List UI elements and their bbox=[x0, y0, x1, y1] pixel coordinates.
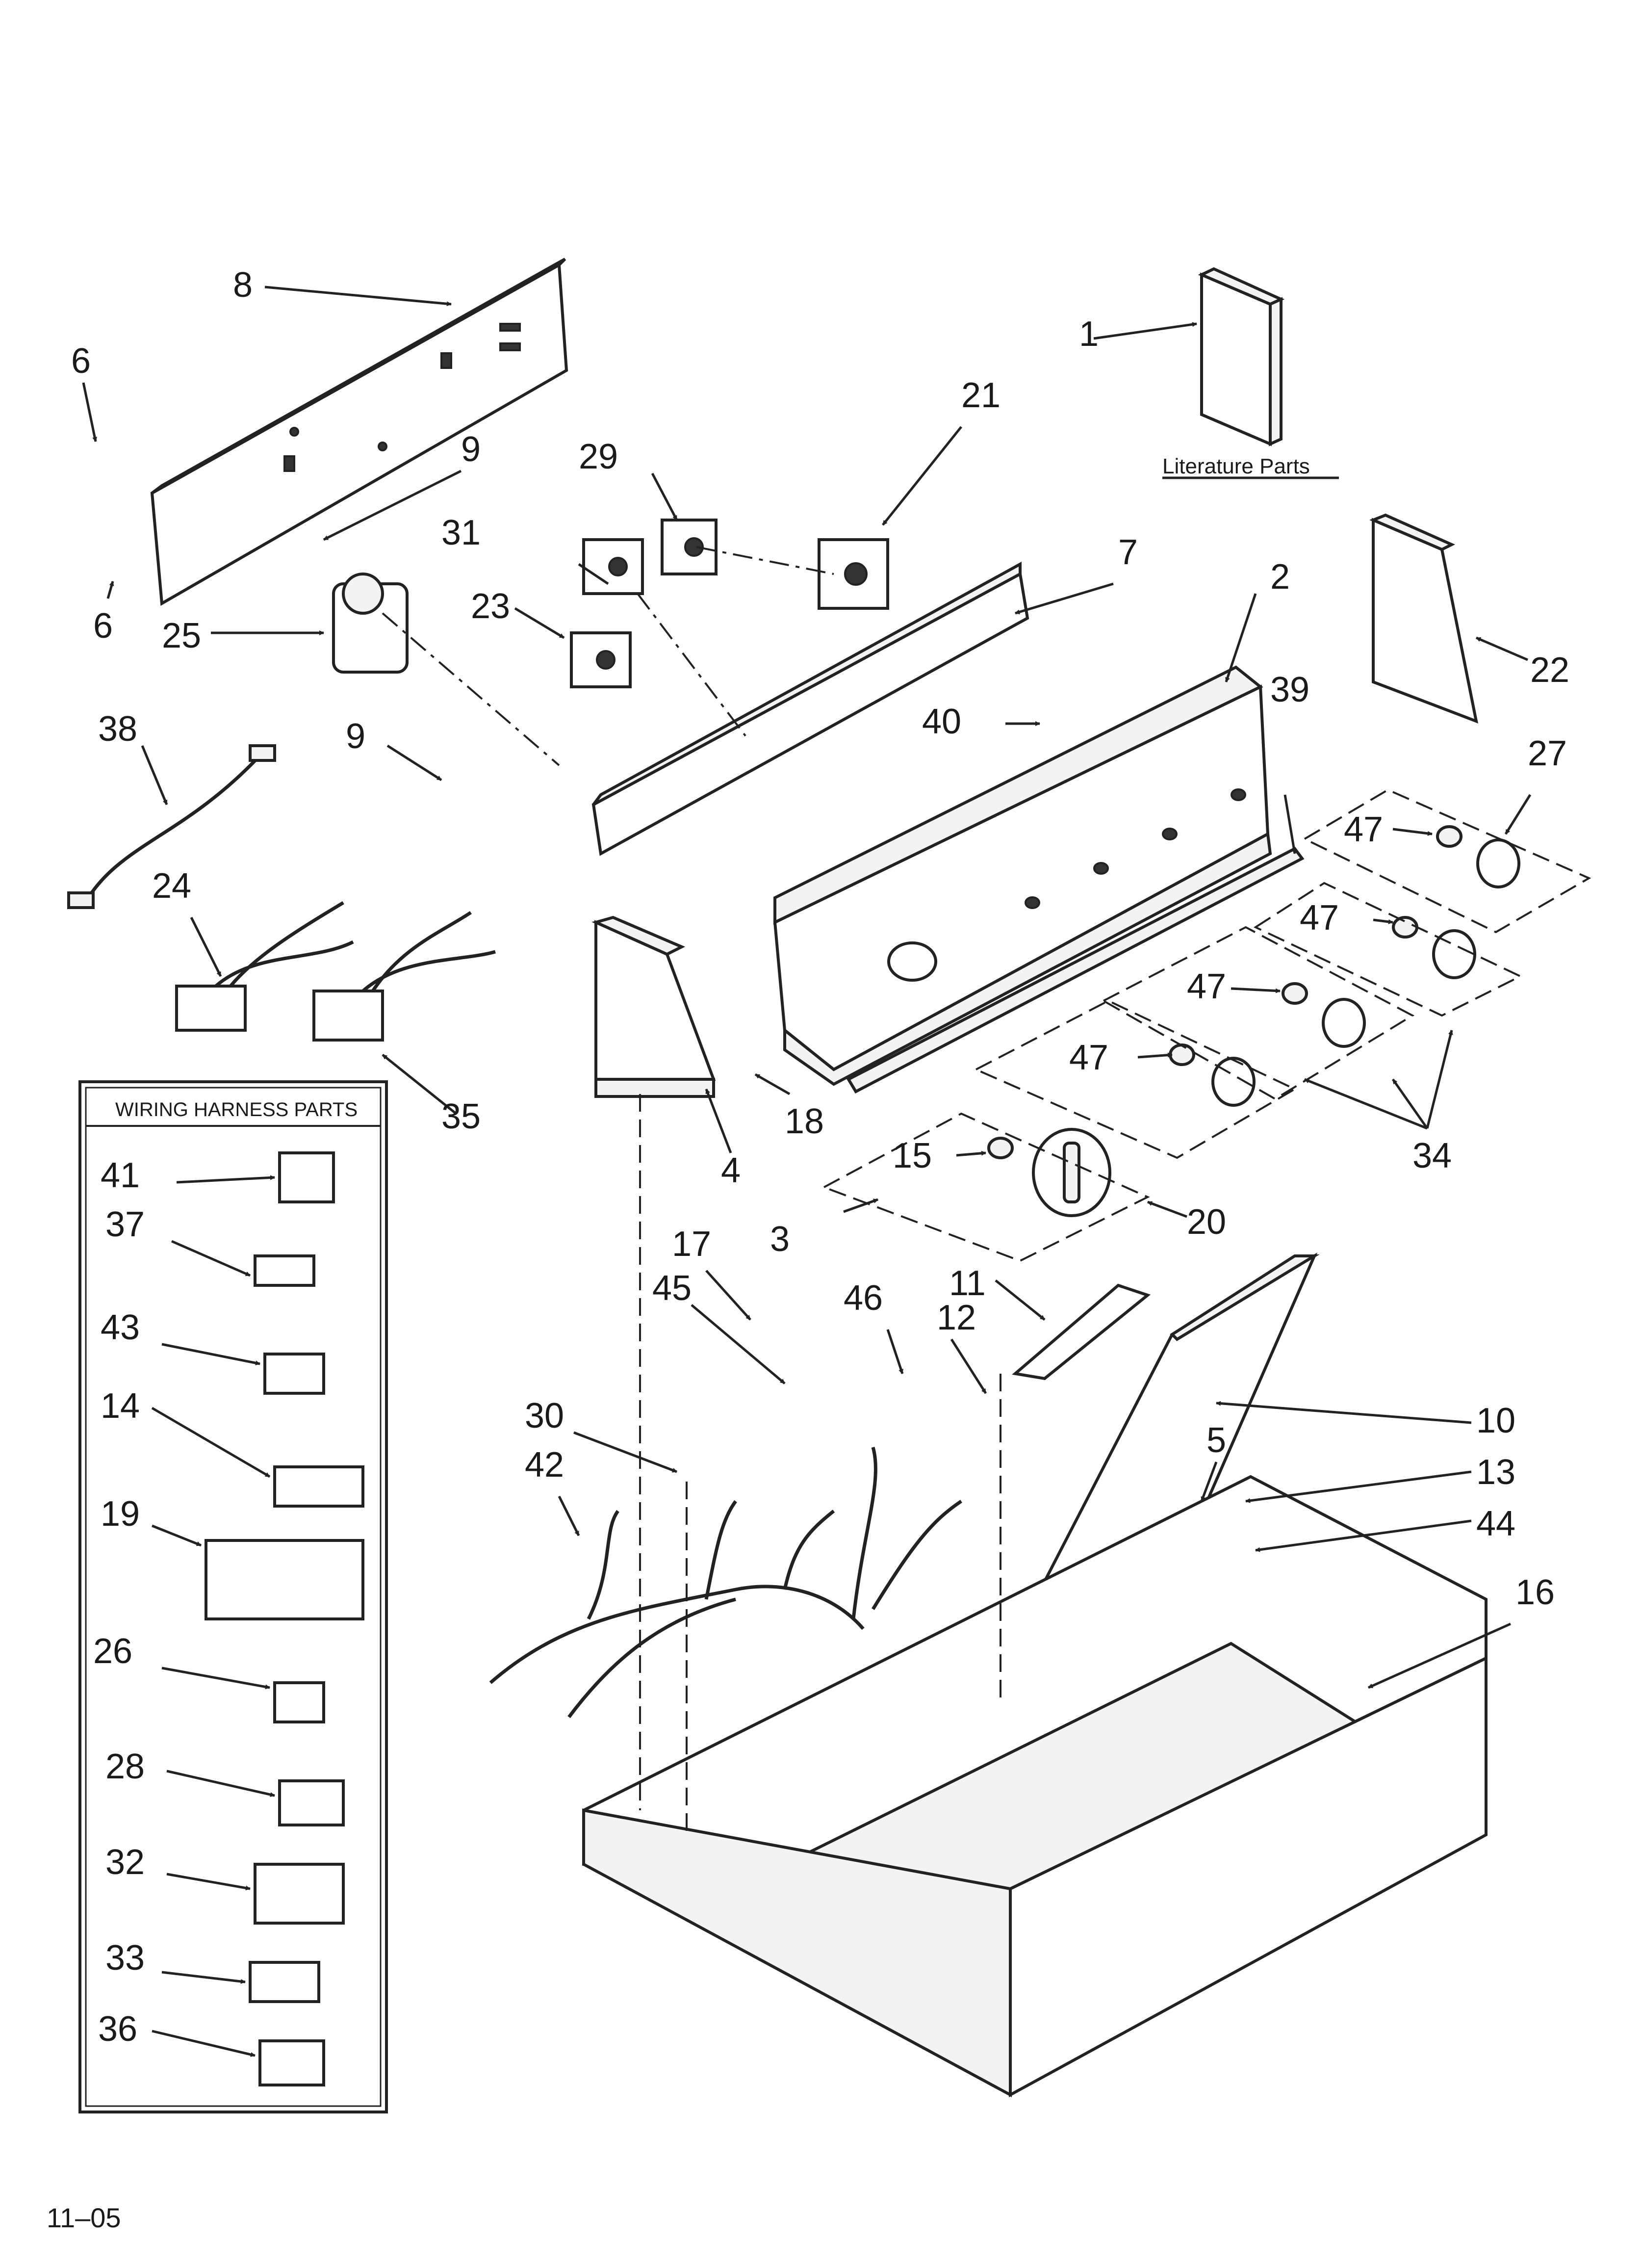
callout-14: 14 bbox=[101, 1386, 140, 1426]
knob-dashed-groups bbox=[821, 788, 1591, 1262]
callout-21: 21 bbox=[961, 376, 1001, 415]
wire-35 bbox=[312, 911, 496, 1042]
callout-39: 39 bbox=[1270, 670, 1309, 709]
callout-6b: 6 bbox=[93, 606, 113, 646]
callout-33: 33 bbox=[105, 1938, 145, 1978]
callout-5: 5 bbox=[1206, 1421, 1226, 1460]
main-harness-42 bbox=[489, 1447, 962, 1719]
callout-38: 38 bbox=[98, 709, 137, 749]
end-cap-right bbox=[1369, 513, 1479, 724]
knob-timer bbox=[1032, 1128, 1111, 1217]
switch-31 bbox=[582, 538, 644, 595]
callout-13: 13 bbox=[1476, 1453, 1515, 1492]
callout-47c: 47 bbox=[1187, 967, 1226, 1006]
callout-23: 23 bbox=[471, 587, 510, 626]
end-cap-left bbox=[591, 915, 716, 1098]
alignment-lines bbox=[382, 546, 1001, 1835]
callout-30: 30 bbox=[525, 1396, 564, 1435]
footer-code: 11–05 bbox=[47, 2202, 121, 2233]
knob-34a bbox=[1432, 929, 1476, 979]
switch-23 bbox=[570, 631, 632, 688]
top-panel-16 bbox=[582, 1475, 1488, 2098]
callout-40: 40 bbox=[922, 702, 961, 741]
timer-25 bbox=[332, 573, 409, 674]
callout-9b: 9 bbox=[346, 717, 365, 756]
callout-45: 45 bbox=[652, 1269, 692, 1308]
switch-29 bbox=[661, 519, 718, 575]
leader-lines bbox=[82, 286, 1532, 1689]
callout-12: 12 bbox=[937, 1298, 976, 1337]
control-bracket bbox=[591, 561, 1029, 856]
callout-41: 41 bbox=[101, 1156, 140, 1195]
callout-35: 35 bbox=[441, 1097, 481, 1136]
callout-2: 2 bbox=[1270, 557, 1290, 597]
console bbox=[773, 665, 1272, 1086]
callout-24: 24 bbox=[152, 866, 191, 906]
callout-32: 32 bbox=[105, 1843, 145, 1882]
switch-21 bbox=[818, 538, 889, 610]
callout-46: 46 bbox=[844, 1278, 883, 1318]
knob-34b bbox=[1322, 998, 1366, 1048]
callout-4: 4 bbox=[721, 1151, 741, 1190]
callout-42: 42 bbox=[525, 1445, 564, 1485]
literature-parts-label: Literature Parts bbox=[1162, 454, 1310, 478]
rear-panel bbox=[150, 258, 568, 606]
callout-16: 16 bbox=[1515, 1573, 1555, 1612]
callout-20: 20 bbox=[1187, 1202, 1226, 1242]
callout-3: 3 bbox=[770, 1220, 790, 1259]
trim-strip bbox=[846, 847, 1305, 1094]
wire-38 bbox=[67, 744, 276, 909]
wiring-box-title: WIRING HARNESS PARTS bbox=[115, 1099, 358, 1121]
callout-47a: 47 bbox=[1344, 810, 1383, 849]
callout-34: 34 bbox=[1412, 1136, 1452, 1175]
callout-25: 25 bbox=[162, 616, 201, 655]
wiring-harness-parts-box bbox=[78, 1080, 388, 2113]
callout-6a: 6 bbox=[71, 341, 91, 381]
callout-36: 36 bbox=[98, 2009, 137, 2049]
callout-26: 26 bbox=[93, 1632, 132, 1671]
cover-11 bbox=[1012, 1283, 1151, 1381]
callout-31: 31 bbox=[441, 513, 481, 552]
callout-9a: 9 bbox=[461, 430, 481, 469]
callout-7: 7 bbox=[1118, 533, 1138, 572]
callout-37: 37 bbox=[105, 1205, 145, 1244]
callout-11: 11 bbox=[949, 1264, 986, 1303]
callout-numbers: 1 2 3 4 5 6 6 7 8 9 9 10 11 12 13 14 15 … bbox=[71, 265, 1569, 2049]
callout-47d: 47 bbox=[1069, 1038, 1108, 1077]
callout-47b: 47 bbox=[1300, 898, 1339, 938]
wire-24 bbox=[175, 901, 354, 1032]
callout-19: 19 bbox=[101, 1494, 140, 1534]
callout-29: 29 bbox=[579, 437, 618, 476]
callout-44: 44 bbox=[1476, 1504, 1515, 1543]
literature-booklet bbox=[1198, 267, 1285, 446]
callout-27: 27 bbox=[1528, 734, 1567, 773]
knob-spacers bbox=[987, 825, 1462, 1159]
callout-22: 22 bbox=[1530, 651, 1569, 690]
knob-34c bbox=[1211, 1057, 1256, 1107]
callout-18: 18 bbox=[785, 1102, 824, 1141]
callout-1: 1 bbox=[1079, 314, 1099, 354]
callout-10: 10 bbox=[1476, 1401, 1515, 1440]
callout-17: 17 bbox=[672, 1225, 711, 1264]
callout-43: 43 bbox=[101, 1308, 140, 1347]
knob-27 bbox=[1476, 838, 1520, 888]
callout-28: 28 bbox=[105, 1747, 145, 1786]
callout-8: 8 bbox=[233, 265, 253, 305]
callout-15: 15 bbox=[893, 1136, 932, 1175]
